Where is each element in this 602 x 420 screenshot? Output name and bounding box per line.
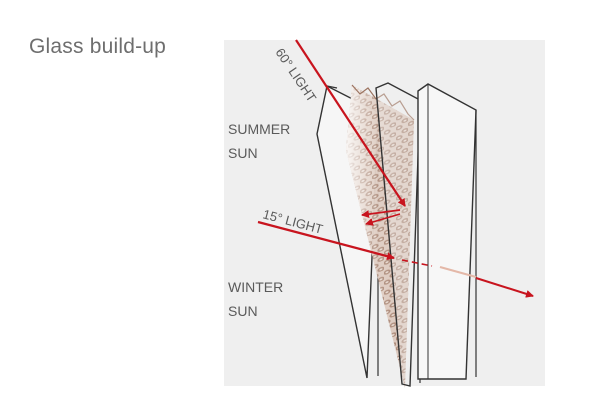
ray-15-degree — [257, 220, 534, 298]
label-winter-line2: SUN — [228, 303, 258, 319]
metal-mesh-interlayer — [346, 84, 415, 388]
label-summer-line2: SUN — [228, 145, 258, 161]
label-60-light: 60° LIGHT — [273, 45, 320, 104]
ray-60-degree — [295, 39, 406, 226]
glass-pane-back — [417, 83, 477, 380]
label-winter-line1: WINTER — [228, 279, 283, 295]
label-summer-line1: SUMMER — [228, 121, 290, 137]
diagram-title: Glass build-up — [29, 35, 167, 58]
